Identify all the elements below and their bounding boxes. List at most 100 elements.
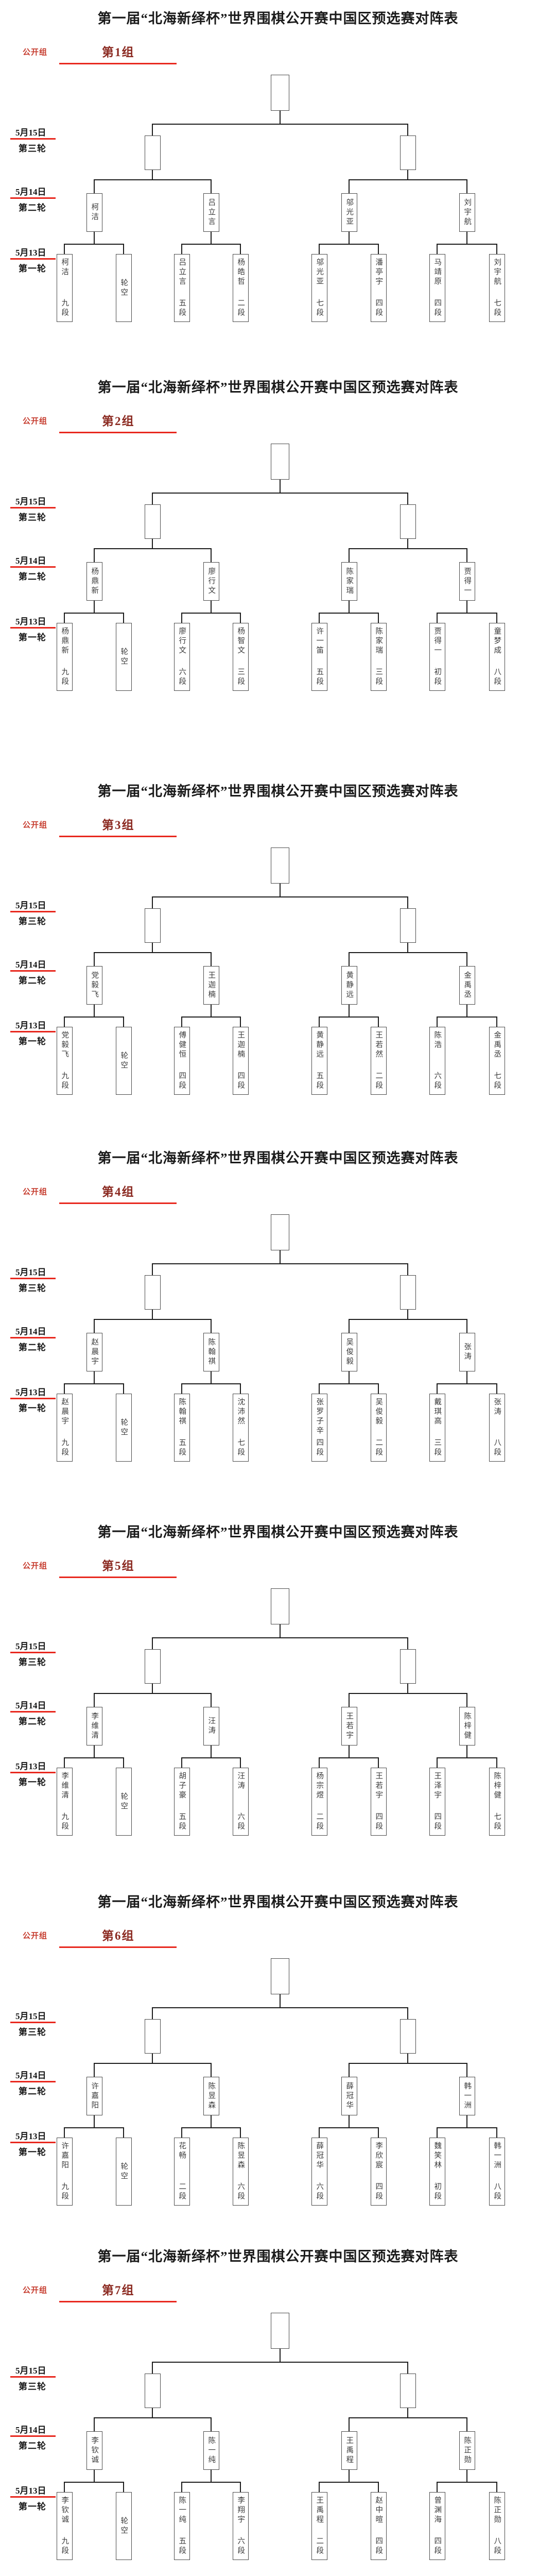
- group-label: 第4组: [102, 1185, 135, 1198]
- bracket-connector: [407, 1310, 408, 1320]
- player-rank: 四段: [236, 1072, 245, 1091]
- bracket-connector: [496, 1383, 497, 1394]
- round-name: 第三轮: [19, 2382, 46, 2392]
- round1-player-box: 许嘉阳九段: [56, 2138, 73, 2206]
- bracket-connector: [378, 2127, 379, 2138]
- player-name: 陈浩: [433, 1031, 442, 1050]
- bracket-connector: [152, 1310, 153, 1320]
- bracket-connector: [94, 952, 95, 966]
- bracket-connector: [496, 1757, 497, 1768]
- player-name: 柯洁: [60, 258, 69, 277]
- bracket-connector: [94, 2417, 95, 2431]
- bracket-connector: [152, 2362, 153, 2374]
- semifinal-box: [399, 2019, 416, 2054]
- player-rank: 四段: [374, 2182, 383, 2201]
- bracket-connector: [94, 952, 212, 953]
- bracket-connector: [240, 2482, 241, 2492]
- player-name: 邬光亚: [315, 258, 324, 287]
- player-name: 王若然: [374, 1031, 383, 1060]
- player-name: 陈家瑞: [345, 567, 354, 596]
- round-date: 5月13日: [15, 1387, 46, 1397]
- player-rank: 五段: [178, 2537, 186, 2556]
- round1-player-box: 童梦成八段: [489, 623, 505, 691]
- player-name: 李钦诚: [90, 2436, 99, 2465]
- player-name: 杨鼎新: [60, 627, 69, 656]
- bracket-connector: [466, 232, 467, 245]
- bye-label: 轮空: [119, 2162, 128, 2181]
- bracket-connector: [407, 943, 408, 953]
- round1-player-box: 李翔宇六段: [232, 2492, 249, 2560]
- round2-winner-box: 杨鼎新: [86, 562, 102, 601]
- round-date: 5月15日: [15, 128, 46, 138]
- semifinal-box: [399, 135, 416, 170]
- round1-player-box: 戴琪高三段: [429, 1394, 445, 1462]
- player-rank: 二段: [374, 1072, 383, 1091]
- bracket-connector: [349, 232, 350, 245]
- bracket-connector: [240, 613, 241, 623]
- round1-player-box: 柯洁九段: [56, 254, 73, 322]
- bracket-connector: [437, 2482, 497, 2483]
- bracket-connector: [466, 1371, 467, 1384]
- round2-winner-box: 金禹丞: [459, 966, 475, 1005]
- round1-player-box: 李维清九段: [56, 1768, 73, 1836]
- bracket-connector: [349, 1005, 350, 1018]
- player-name: 杨智文: [236, 627, 245, 656]
- bracket-connector: [123, 613, 124, 623]
- bracket-connector: [152, 896, 408, 897]
- player-name: 王若宇: [345, 1711, 354, 1741]
- player-name: 李维清: [60, 1772, 69, 1801]
- bracket-connector: [152, 2362, 408, 2363]
- round1-player-box: 张罗子辛四段: [311, 1394, 327, 1462]
- player-rank: 六段: [236, 1812, 245, 1832]
- round1-player-box: 曾渊海四段: [429, 2492, 445, 2560]
- round-name: 第三轮: [19, 2027, 46, 2037]
- bracket-connector: [94, 2470, 95, 2483]
- bracket-connector: [211, 232, 212, 245]
- round1-player-box: 王迦楠四段: [232, 1027, 249, 1095]
- round1-player-box: 陈梓健七段: [489, 1768, 505, 1836]
- bracket-connector: [64, 2482, 124, 2483]
- bracket-connector: [319, 1016, 379, 1018]
- bracket-connector: [319, 2482, 320, 2492]
- round2-winner-box: 廖行文: [203, 562, 219, 601]
- player-name: 吕立言: [207, 198, 216, 227]
- player-name: 陈梓健: [493, 1772, 501, 1801]
- player-rank: 四段: [433, 299, 442, 318]
- round2-winner-box: 李维清: [86, 1707, 102, 1745]
- round-date-underline: [10, 507, 56, 509]
- bracket-connector: [319, 2482, 379, 2483]
- bracket-connector: [211, 2115, 212, 2128]
- round1-player-box: 陈一纯五段: [173, 2492, 190, 2560]
- bracket-connector: [211, 1005, 212, 1018]
- player-name: 沈沛然: [236, 1398, 245, 1427]
- round2-winner-box: 吕立言: [203, 193, 219, 232]
- round-date-underline: [10, 970, 56, 972]
- bracket-connector: [181, 1757, 182, 1768]
- bracket-connector: [496, 1016, 497, 1027]
- bracket-connector: [94, 179, 212, 180]
- semifinal-box: [399, 1649, 416, 1684]
- bracket-connector: [437, 244, 497, 245]
- bracket-connector: [466, 1693, 467, 1707]
- player-name: 花畅: [178, 2142, 186, 2161]
- round-date-underline: [10, 258, 56, 260]
- bracket-connector: [64, 2482, 65, 2492]
- bracket-connector: [181, 2482, 241, 2483]
- round-date-underline: [10, 197, 56, 199]
- round-name: 第二轮: [19, 2087, 46, 2096]
- round-date-underline: [10, 2435, 56, 2437]
- tournament-title: 第一届“北海新绎杯”世界围棋公开赛中国区预选赛对阵表: [97, 380, 459, 395]
- player-name: 吴俊毅: [345, 1337, 354, 1367]
- bracket-connector: [378, 2482, 379, 2492]
- bracket-connector: [211, 601, 212, 614]
- bracket-connector: [123, 1383, 124, 1394]
- bye-box: 轮空: [115, 254, 132, 322]
- round2-winner-box: 党毅飞: [86, 966, 102, 1005]
- group-label-underline: [59, 432, 177, 433]
- bracket-connector: [466, 601, 467, 614]
- bracket-connector: [437, 2127, 497, 2128]
- round-date: 5月14日: [15, 960, 46, 970]
- bracket-connector: [64, 613, 65, 623]
